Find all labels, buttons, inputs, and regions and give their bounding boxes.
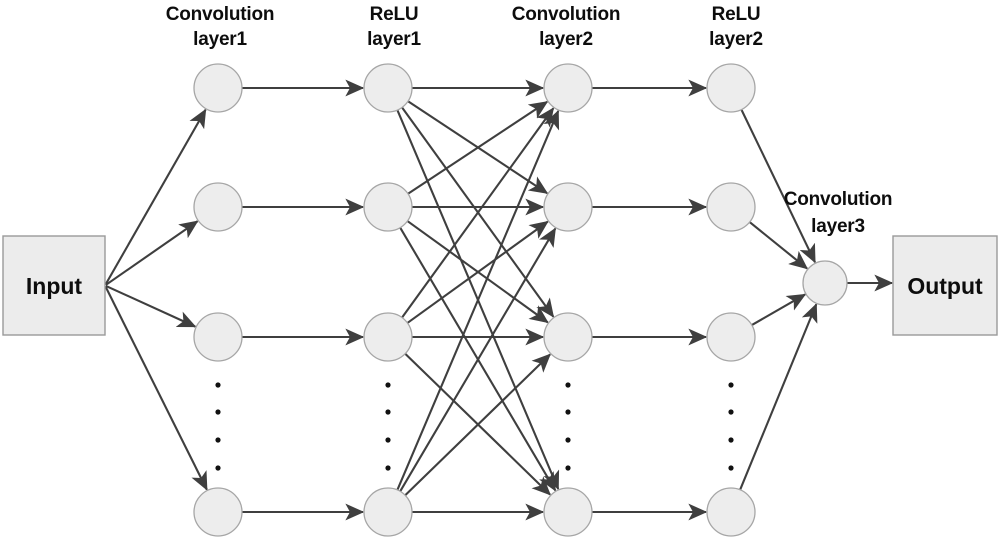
node-conv2-3: [543, 487, 593, 537]
node-relu1-0: [363, 63, 413, 113]
node-conv2-1: [543, 182, 593, 232]
ellipsis-dot-relu1-0: [385, 382, 391, 388]
ellipsis-dot-conv2-3: [565, 465, 571, 471]
edge-input-to-conv1-3: [104, 285, 208, 491]
edge-relu1-1-conv2-0: [407, 100, 549, 195]
ellipsis-dot-conv2-2: [565, 437, 571, 443]
edge-relu2-to-conv3-1: [748, 221, 809, 270]
node-conv3-0: [802, 260, 848, 306]
label-convolution-layer1: Convolution layer1: [165, 4, 275, 50]
ellipsis-layer: [215, 382, 734, 471]
edge-input-to-conv1-0: [104, 108, 207, 286]
input-label: Input: [26, 273, 83, 299]
node-relu2-2: [706, 312, 756, 362]
node-relu1-1: [363, 182, 413, 232]
node-conv2-0: [543, 63, 593, 113]
edge-layer: [104, 79, 894, 521]
label-relu-layer1: ReLU layer1: [367, 4, 421, 50]
node-relu1-3: [363, 487, 413, 537]
node-relu2-0: [706, 63, 756, 113]
node-conv1-1: [193, 182, 243, 232]
output-label: Output: [907, 273, 983, 299]
ellipsis-dot-relu1-3: [385, 465, 391, 471]
edge-input-to-conv1-1: [105, 220, 199, 286]
node-layer: [193, 63, 848, 537]
node-relu1-2: [363, 312, 413, 362]
ellipsis-dot-conv2-1: [565, 409, 571, 415]
ellipsis-dot-conv2-0: [565, 382, 571, 388]
node-relu2-3: [706, 487, 756, 537]
ellipsis-dot-relu2-0: [728, 382, 734, 388]
input-block: Input: [2, 235, 106, 336]
output-box: [892, 235, 998, 336]
ellipsis-dot-conv1-2: [215, 437, 221, 443]
edge-relu1-3-conv2-0: [396, 109, 560, 491]
edge-relu2-to-conv3-3: [739, 303, 818, 491]
edge-relu1-2-conv2-0: [401, 107, 555, 319]
edge-relu1-3-conv2-1: [399, 227, 557, 492]
edge-relu2-to-conv3-0: [740, 109, 816, 264]
node-conv1-0: [193, 63, 243, 113]
ellipsis-dot-relu1-1: [385, 409, 391, 415]
node-conv1-3: [193, 487, 243, 537]
ellipsis-dot-conv1-1: [215, 409, 221, 415]
input-box: [2, 235, 106, 336]
node-conv2-2: [543, 312, 593, 362]
edge-relu1-2-conv2-1: [406, 220, 549, 324]
label-convolution-layer2: Convolution layer2: [511, 4, 621, 50]
node-relu2-1: [706, 182, 756, 232]
ellipsis-dot-relu2-3: [728, 465, 734, 471]
ellipsis-dot-relu1-2: [385, 437, 391, 443]
ellipsis-dot-conv1-3: [215, 465, 221, 471]
edge-relu2-to-conv3-2: [751, 293, 807, 326]
ellipsis-dot-relu2-2: [728, 437, 734, 443]
label-convolution-layer3: Convolution layer3: [783, 189, 893, 237]
label-relu-layer2: ReLU layer2: [709, 4, 763, 50]
edge-relu1-3-conv2-2: [404, 353, 551, 497]
ellipsis-dot-relu2-1: [728, 409, 734, 415]
output-block: Output: [892, 235, 998, 336]
node-conv1-2: [193, 312, 243, 362]
edge-input-to-conv1-2: [105, 284, 197, 328]
ellipsis-dot-conv1-0: [215, 382, 221, 388]
